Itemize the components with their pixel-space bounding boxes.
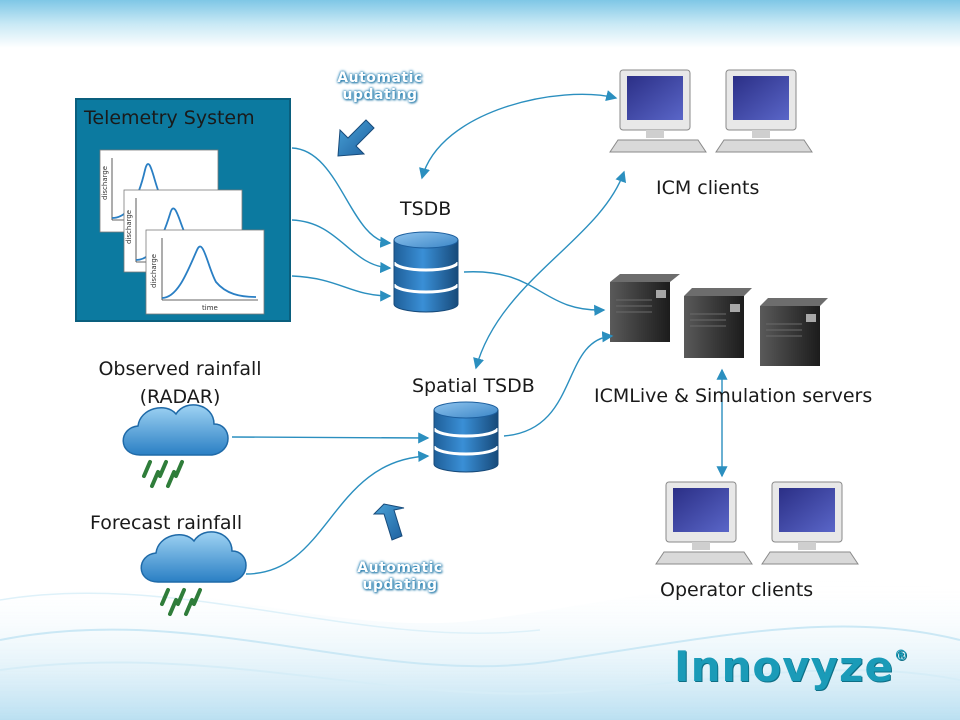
icm-client-computer-icon-1 bbox=[609, 69, 707, 153]
observed-rainfall-line2: (RADAR) bbox=[139, 386, 221, 408]
server-tower-icon-1 bbox=[610, 274, 680, 342]
automatic-updating-bottom-label: Automatic updating bbox=[350, 560, 450, 594]
operator-client-computer-icon-1 bbox=[655, 481, 753, 565]
icm-client-computer-icon-2 bbox=[715, 69, 813, 153]
registered-mark: ® bbox=[893, 648, 909, 664]
observed-rainfall-cloud-icon bbox=[122, 404, 229, 488]
arrow-telemetry-to-tsdb-3 bbox=[291, 275, 392, 302]
arrow-telemetry-to-tsdb-2 bbox=[291, 219, 392, 274]
auto-bottom-line1: Automatic bbox=[357, 560, 443, 576]
auto-bottom-line2: updating bbox=[362, 577, 438, 593]
arrow-spatial-tsdb-to-servers bbox=[503, 331, 614, 437]
server-tower-icon-2 bbox=[684, 288, 752, 358]
arrow-spatial-tsdb-icm-clients bbox=[473, 170, 627, 370]
tsdb-database-icon bbox=[392, 231, 460, 313]
spatial-tsdb-label: Spatial TSDB bbox=[412, 375, 535, 397]
server-tower-icon-3 bbox=[760, 298, 828, 366]
icm-clients-label: ICM clients bbox=[656, 177, 760, 199]
top-gradient-band bbox=[0, 0, 960, 48]
arrow-tsdb-icm-clients-bidirectional bbox=[419, 90, 618, 180]
spatial-tsdb-database-icon bbox=[432, 401, 500, 473]
hydrograph-axis-label-2: discharge bbox=[125, 210, 133, 244]
forecast-rainfall-label: Forecast rainfall bbox=[90, 512, 243, 534]
hydrograph-card-3 bbox=[145, 229, 265, 315]
connector-arrows bbox=[231, 90, 728, 575]
observed-rainfall-line1: Observed rainfall bbox=[98, 358, 262, 380]
telemetry-system-label: Telemetry System bbox=[84, 107, 255, 129]
innovyze-logo: Innovyze® bbox=[674, 642, 909, 691]
hydrograph-axis-label-3: discharge bbox=[150, 254, 158, 288]
telemetry-system-panel bbox=[75, 98, 291, 322]
servers-label: ICMLive & Simulation servers bbox=[594, 385, 873, 407]
forecast-rainfall-cloud-icon bbox=[140, 531, 247, 616]
tsdb-label: TSDB bbox=[400, 198, 452, 220]
arrow-observed-rainfall-to-spatial-tsdb bbox=[231, 432, 430, 444]
automatic-updating-top-arrow-icon bbox=[337, 119, 375, 157]
bottom-wave-decoration bbox=[0, 579, 960, 720]
auto-top-line2: updating bbox=[342, 87, 418, 103]
hydrograph-axis-label-1: discharge bbox=[101, 166, 109, 200]
logo-text: Innovyze bbox=[674, 642, 894, 691]
automatic-updating-top-label: Automatic updating bbox=[330, 70, 430, 104]
automatic-updating-bottom-arrow-icon bbox=[372, 503, 405, 541]
observed-rainfall-label: Observed rainfall (RADAR) bbox=[70, 355, 290, 411]
operator-client-computer-icon-2 bbox=[761, 481, 859, 565]
auto-top-line1: Automatic bbox=[337, 70, 423, 86]
hydrograph-time-label: time bbox=[202, 304, 218, 312]
operator-clients-label: Operator clients bbox=[660, 579, 814, 601]
arrow-telemetry-to-tsdb-1 bbox=[291, 147, 392, 248]
arrow-forecast-rainfall-to-spatial-tsdb bbox=[245, 450, 430, 575]
